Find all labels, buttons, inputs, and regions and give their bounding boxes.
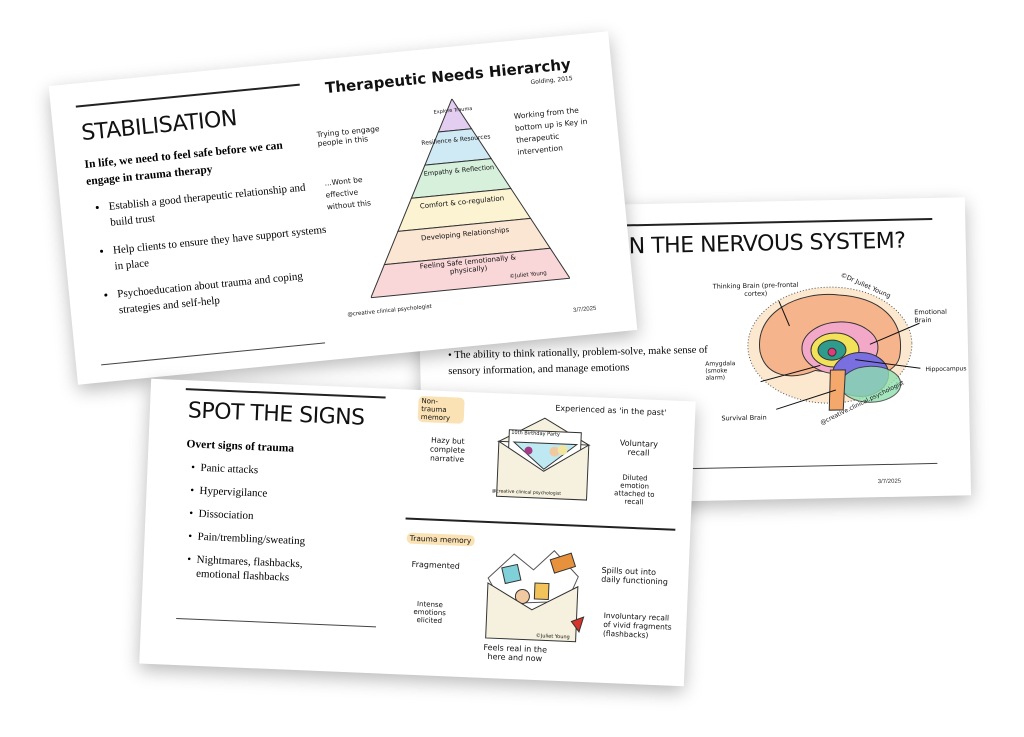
bullet-text: • The ability to think rationally, probl…: [447, 344, 708, 378]
title-rule: [185, 388, 386, 399]
divider: [405, 517, 676, 531]
note: Fragmented: [411, 559, 461, 571]
note: Involuntary recall of vivid fragments (f…: [602, 610, 672, 640]
slide-stabilisation: STABILISATION In life, we need to feel s…: [48, 31, 638, 385]
label-survival-brain: Survival Brain: [721, 413, 767, 423]
note: Feels real in the here and now: [483, 642, 548, 664]
label-hippocampus: Hippocampus: [925, 365, 967, 374]
level-label: Feeling Safe (emotionally & physically): [419, 253, 517, 276]
tag-trauma: Trauma memory: [406, 532, 475, 547]
diagram-citation: Golding, 2015: [530, 74, 573, 87]
label-thinking-brain: Thinking Brain (pre-frontal cortex): [712, 280, 799, 298]
tag-non-trauma: Non-trauma memory: [417, 395, 465, 424]
footer-rule: [176, 617, 377, 628]
note: Diluted emotion attached to recall: [613, 473, 655, 507]
slide-nervous-system: IN THE NERVOUS SYSTEM? wn • The ability …: [416, 197, 972, 507]
note: Intense emotions elicited: [413, 600, 447, 626]
level-label: Resilience & Resources: [421, 133, 491, 148]
label-amygdala: Amygdala (smoke alarm): [705, 360, 736, 382]
slide-date: 3/7/2025: [877, 478, 902, 486]
bullet: The ability to think rationally, problem…: [448, 344, 708, 378]
note: Voluntary recall: [619, 438, 659, 458]
note: Hazy but complete narrative: [429, 435, 466, 464]
note: Spills out into daily functioning: [601, 565, 669, 587]
bullet: Hypervigilance: [199, 484, 359, 505]
slide-title: STABILISATION: [80, 106, 238, 147]
pyramid-level: [370, 247, 571, 299]
slide-spot-the-signs: SPOT THE SIGNS Overt signs of trauma Pan…: [139, 378, 696, 687]
title-rule: [597, 217, 933, 227]
label-emotional-brain: Emotional Brain: [914, 307, 947, 325]
bullet: Dissociation: [198, 507, 358, 528]
title-rule: [75, 83, 300, 108]
hierarchy-pyramid: [370, 97, 571, 299]
bullet: Panic attacks: [200, 461, 360, 482]
level-label: Empathy & Reflection: [423, 163, 495, 178]
level-label: Comfort & co-regulation: [419, 194, 505, 211]
bullet: Psychoeducation about trauma and coping …: [117, 265, 339, 318]
bullet: Help clients to ensure they have support…: [112, 221, 334, 274]
credit-left: @creative clinical psychologist: [347, 303, 433, 319]
note-bottom-up: Working from the bottom up is Key in the…: [513, 105, 588, 157]
envelope-trauma: [485, 550, 585, 643]
slide-title: SPOT THE SIGNS: [187, 398, 366, 431]
envelope-non-trauma: [496, 417, 591, 501]
slide-title: IN THE NERVOUS SYSTEM?: [622, 228, 906, 260]
level-label: Developing Relationships: [420, 225, 510, 243]
slide-date: 3/7/2025: [572, 305, 597, 315]
slide-subtitle: Overt signs of trauma: [186, 438, 295, 455]
bullet-list: Panic attacks Hypervigilance Dissociatio…: [177, 460, 360, 599]
brain-diagram: [747, 286, 921, 411]
note-wont-be-effective: ...Wont be effective without this: [324, 174, 372, 212]
level-label: Explore Trauma: [433, 105, 473, 116]
bullet: Nightmares, flashbacks, emotional flashb…: [196, 553, 307, 586]
bullet-list: Establish a good therapeutic relationshi…: [90, 177, 340, 332]
bullet: Pain/trembling/sweating: [197, 530, 357, 551]
footer-rule: [101, 342, 326, 366]
